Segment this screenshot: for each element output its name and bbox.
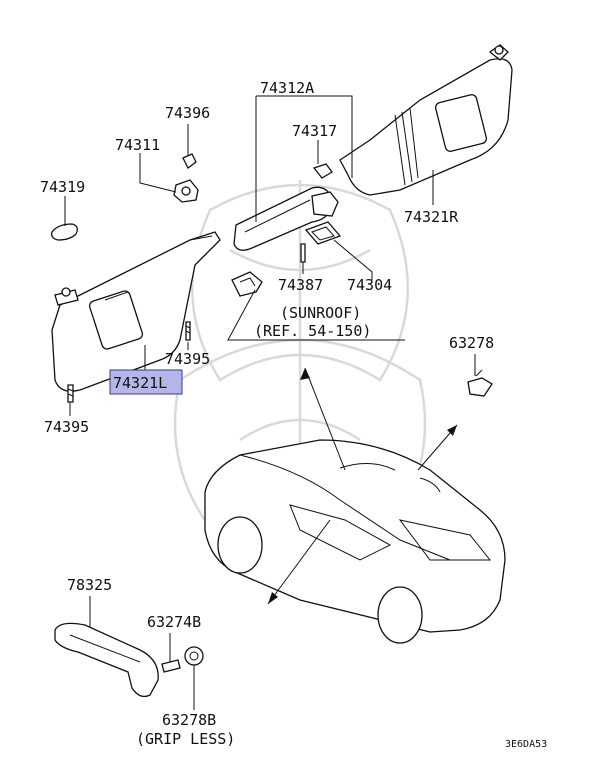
label-sunroof: (SUNROOF) [280, 304, 361, 322]
label-74321L: 74321L [113, 374, 167, 392]
label-74321R: 74321R [404, 208, 459, 226]
label-74319: 74319 [40, 178, 85, 196]
label-63278: 63278 [449, 334, 494, 352]
label-74395-upper: 74395 [165, 350, 210, 368]
screw-74387 [300, 243, 306, 263]
cap-part [182, 153, 197, 169]
visor-clip [50, 223, 78, 241]
rear-view-mirror [233, 186, 339, 251]
mirror-cover [304, 221, 342, 245]
label-74317: 74317 [292, 122, 337, 140]
label-78325: 78325 [67, 576, 112, 594]
label-74396: 74396 [165, 104, 210, 122]
label-74311: 74311 [115, 136, 160, 154]
label-grip-less: (GRIP LESS) [136, 730, 235, 748]
label-74395-lower: 74395 [44, 418, 89, 436]
diagram-code: 3E6DA53 [505, 739, 547, 750]
assist-grip [54, 622, 159, 698]
label-74304: 74304 [347, 276, 392, 294]
label-sunroof-ref: (REF. 54-150) [254, 322, 371, 340]
sunroof-bracket [231, 271, 263, 297]
sun-visor-left [51, 231, 221, 392]
screw-74395-upper [185, 321, 191, 341]
screw-63274B [161, 659, 181, 673]
clip-63278 [467, 369, 493, 397]
car-body [204, 439, 506, 644]
leader-lines [64, 95, 476, 710]
sun-visor-right [339, 44, 513, 196]
screw-74395-lower [67, 384, 74, 403]
label-74312A: 74312A [260, 79, 314, 97]
label-74387: 74387 [278, 276, 323, 294]
part-highlight-box [109, 369, 183, 395]
cap-63278B [184, 646, 204, 666]
label-63278B: 63278B [162, 711, 216, 729]
watermark-emblem [173, 180, 427, 542]
label-63274B: 63274B [147, 613, 201, 631]
visor-bracket [173, 179, 199, 203]
mirror-mount [312, 163, 333, 179]
direction-arrows [267, 367, 458, 605]
